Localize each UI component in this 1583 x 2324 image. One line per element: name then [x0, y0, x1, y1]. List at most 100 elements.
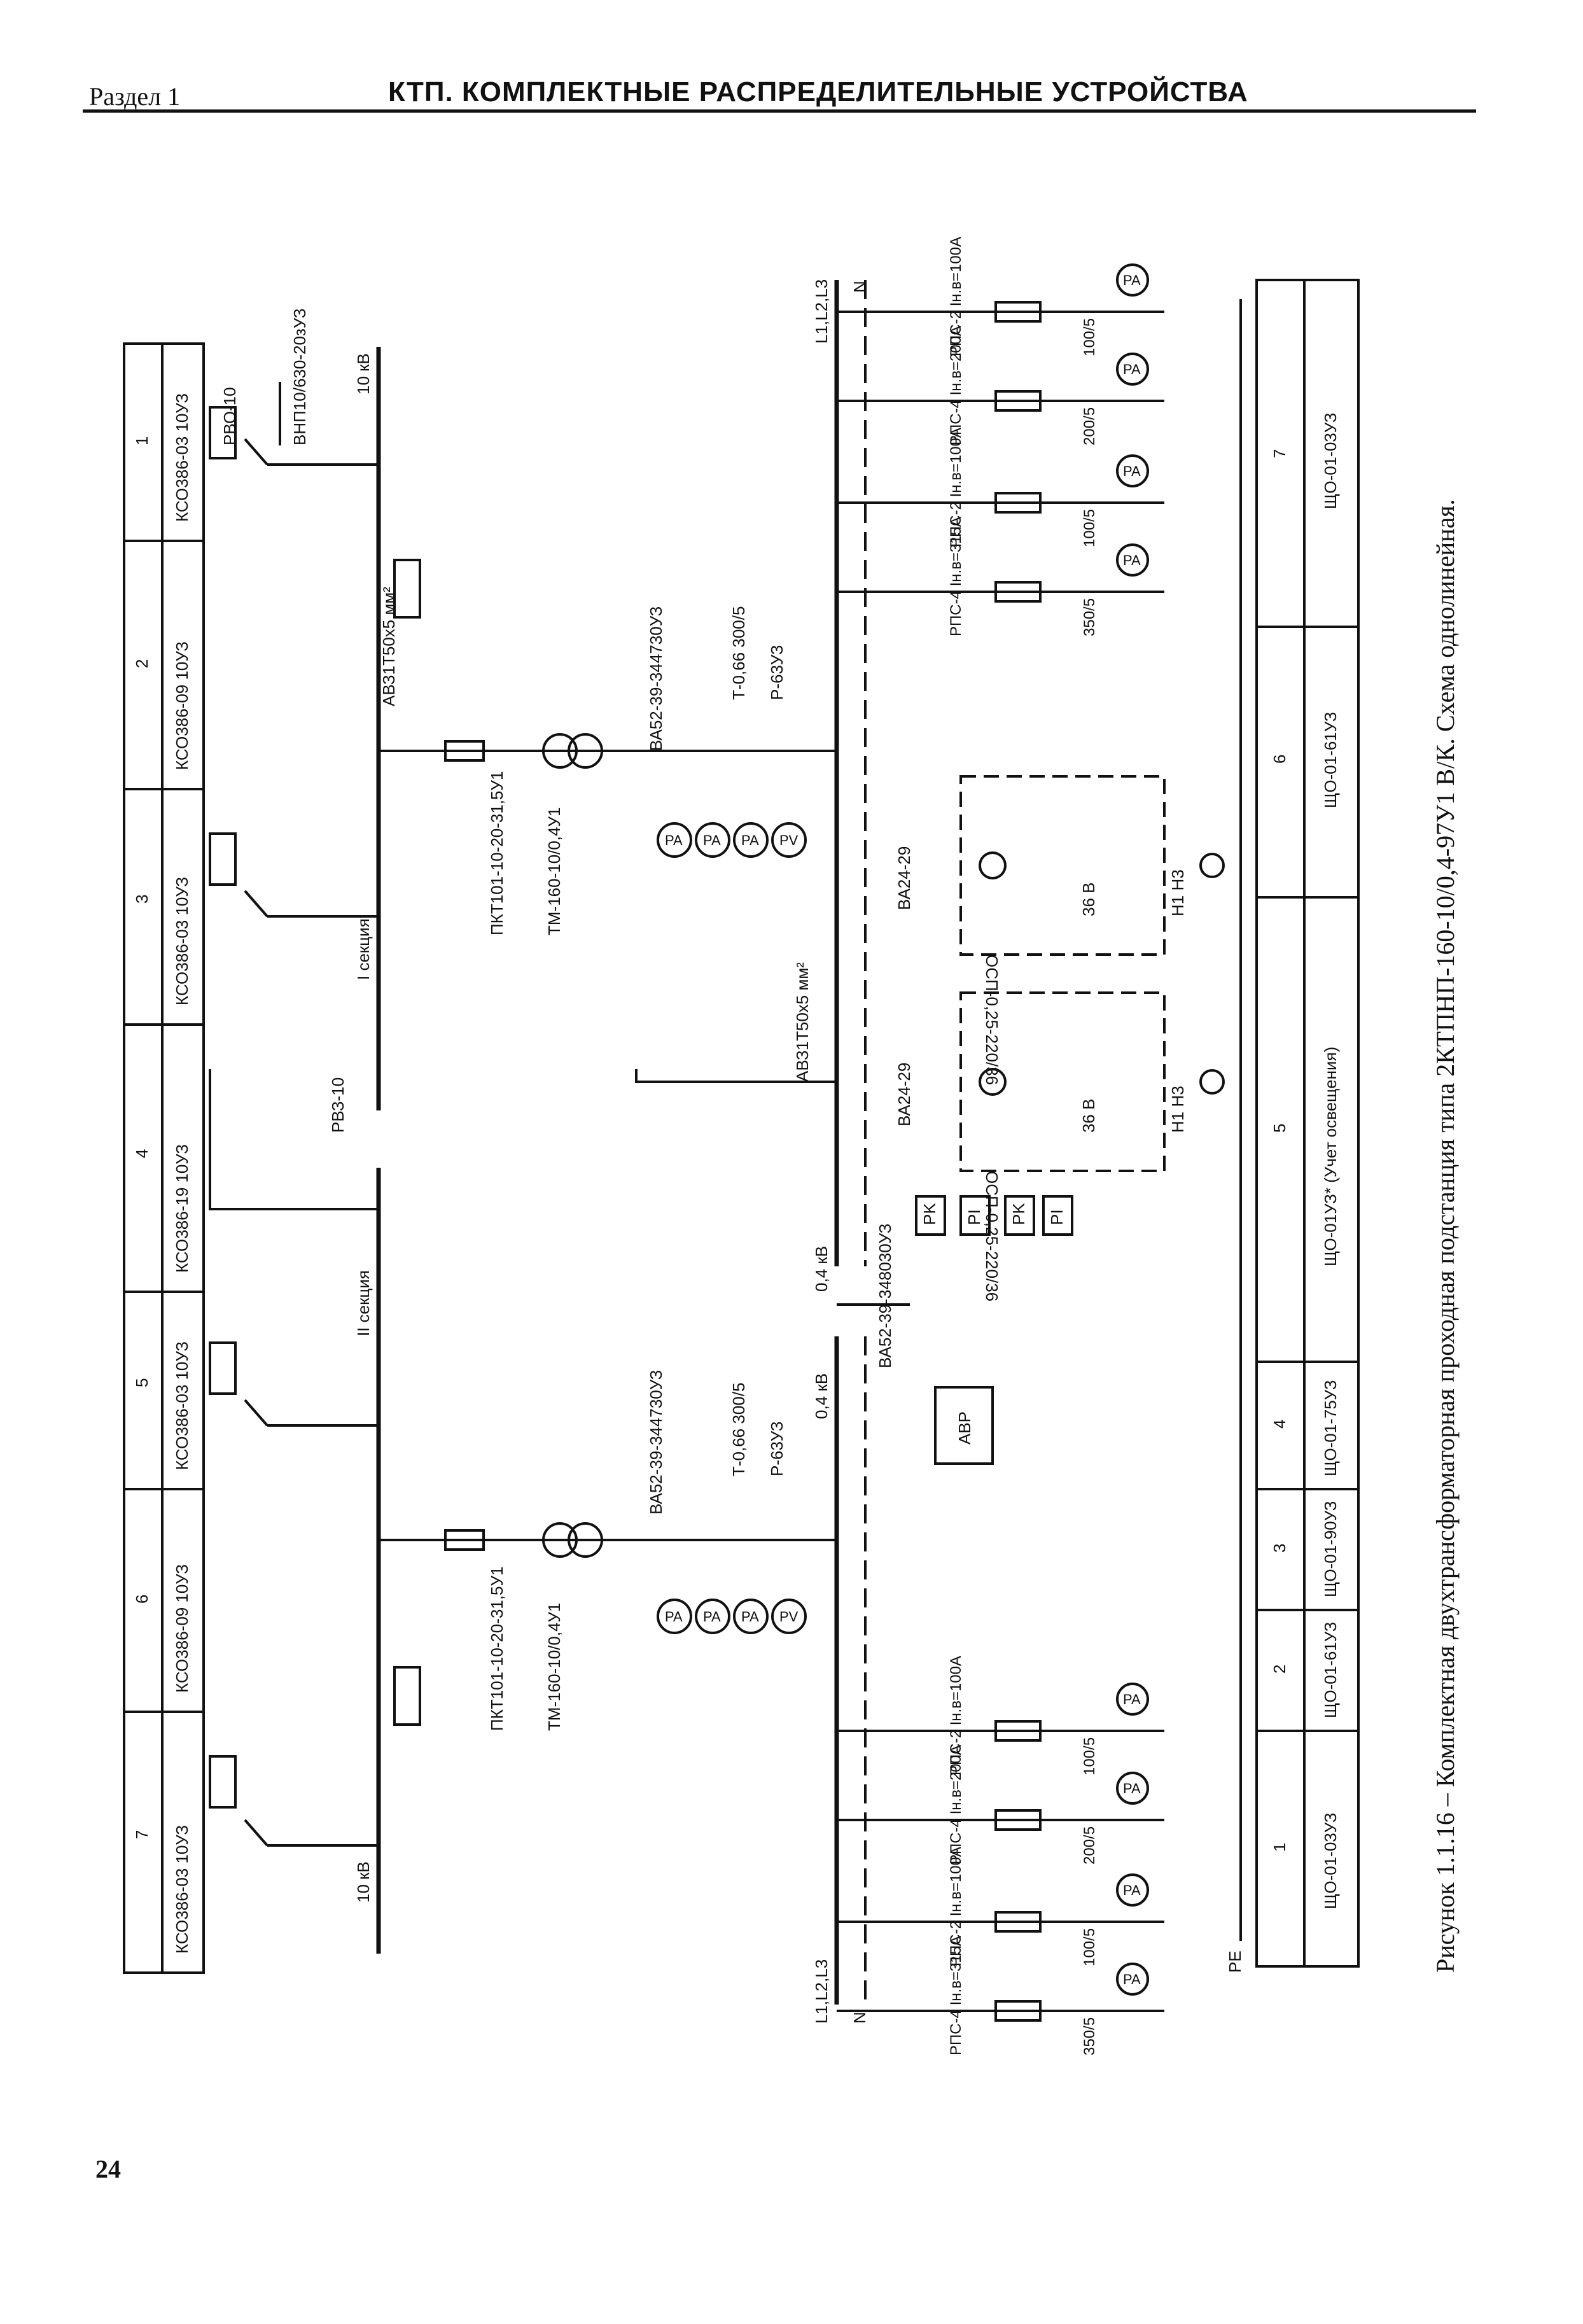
hv-cell-2: КСО386-09 10УЗ	[172, 641, 192, 770]
lv-cell-5: ЩО-01УЗ* (Учет освещения)	[1321, 1047, 1340, 1266]
feeder-pa-t2: PA	[1123, 361, 1141, 377]
sectional-link	[209, 1069, 267, 1210]
label-osp-1: ОСП-0,25-220/36	[982, 955, 1001, 1085]
hv-cell-6: КСО386-09 10УЗ	[172, 1564, 192, 1693]
label-cable-top: АВЗ1Т50х5 мм²	[379, 587, 398, 706]
feeder-fuse-t2: РПС-4 Iн.в=200А	[947, 326, 965, 445]
label-rr-top: Р-63УЗ	[767, 645, 786, 700]
feeder-ct-b2: 200/5	[1081, 1826, 1098, 1865]
figure-caption: Рисунок 1.1.16 – Комплектная двухтрансфо…	[1431, 499, 1460, 1973]
feeder-fuse-b2: РПС-4 Iн.в=200А	[947, 1745, 965, 1865]
label-neutral-top: N	[850, 281, 869, 293]
hv-bay-5	[209, 1341, 379, 1427]
feeder-fuse-t4: РПС-4 Iн.в=315А	[947, 517, 965, 636]
hv-bay-3	[209, 832, 379, 918]
lv-num-5: 5	[1270, 1124, 1289, 1133]
feeder-ct-b3: 100/5	[1081, 1928, 1098, 1966]
lv-cell-2: ЩО-01-61УЗ	[1321, 1622, 1340, 1718]
label-pe: PE	[1225, 1950, 1245, 1973]
label-tm-top: ТМ-160-10/0,4У1	[545, 808, 564, 936]
lv-cell-3: ЩО-01-90УЗ	[1321, 1501, 1340, 1597]
section-label: Раздел 1	[89, 82, 181, 111]
avr-box	[934, 1386, 994, 1465]
label-neutral-bottom: N	[850, 2012, 869, 2024]
hv-num-3: 3	[132, 895, 151, 904]
feeder-ct-b4: 350/5	[1081, 2017, 1098, 2055]
label-ba24-2: ВА24-29	[895, 1063, 914, 1126]
hv-bay-7	[209, 1755, 379, 1847]
meter-pv-1: PV	[779, 832, 798, 848]
label-rvz: РВЗ-10	[328, 1077, 347, 1133]
feeder-ct-t4: 350/5	[1081, 598, 1098, 636]
label-36v-2: 36 В	[1079, 1099, 1098, 1133]
lighting-transformer-box-2	[959, 991, 1166, 1172]
meter-pa-6: PA	[741, 1609, 759, 1625]
hv-bay-1	[209, 382, 379, 466]
hv-cell-3: КСО386-03 10УЗ	[172, 877, 192, 1005]
label-rr-bottom: Р-63УЗ	[767, 1421, 786, 1476]
lv-cell-7: ЩО-01-03УЗ	[1321, 413, 1340, 509]
label-pk-2: PK	[1009, 1203, 1028, 1225]
label-sec2: II секция	[354, 1270, 373, 1336]
label-h-1: Н1 Н3	[1168, 869, 1187, 916]
hv-cell-5: КСО386-03 10УЗ	[172, 1341, 192, 1470]
hv-cell-1: КСО386-03 10УЗ	[172, 393, 192, 522]
cable-link	[635, 1069, 837, 1083]
label-04kv-1: 0,4 кВ	[812, 1246, 831, 1292]
hv-table-frame	[123, 342, 205, 1974]
label-10kv-top: 10 кВ	[354, 353, 373, 395]
label-osp-2: ОСП-0,25-220/36	[982, 1171, 1001, 1301]
lv-num-6: 6	[1270, 755, 1289, 764]
meter-pa-3: PA	[741, 832, 759, 848]
label-ba-main-top: ВА52-39-344730УЗ	[646, 606, 666, 751]
label-pi-1: PI	[965, 1209, 984, 1225]
label-ba-main-bottom: ВА52-39-344730УЗ	[646, 1370, 666, 1515]
lv-cell-6: ЩО-01-61УЗ	[1321, 712, 1340, 808]
label-avr: АВР	[955, 1411, 974, 1445]
lv-num-3: 3	[1270, 1544, 1289, 1553]
lv-feeders-top	[837, 263, 1164, 603]
lv-num-2: 2	[1270, 1665, 1289, 1674]
transformer-bay-2	[379, 559, 837, 769]
label-sec1: I секция	[354, 918, 373, 980]
label-pkt-top: ПКТ101-10-20-31,5У1	[487, 771, 506, 936]
lv-table-frame	[1255, 279, 1360, 1968]
label-busbars-bottom: L1,L2,L3	[812, 1959, 831, 2024]
label-pi-2: PI	[1047, 1209, 1066, 1225]
lv-num-4: 4	[1270, 1420, 1289, 1429]
label-vnp-1: ВНП10/630-20зУЗ	[290, 309, 309, 445]
label-rvo-1: РВО-10	[220, 387, 239, 445]
feeder-fuse-b3: РПС-2 Iн.в=100А	[947, 1847, 965, 1966]
feeder-ct-t3: 100/5	[1081, 509, 1098, 547]
lv-cell-4: ЩО-01-75УЗ	[1321, 1380, 1340, 1476]
feeder-pa-t4: PA	[1123, 552, 1141, 568]
feeder-pa-b3: PA	[1123, 1882, 1141, 1898]
feeder-fuse-t3: РПС-2 Iн.в=100А	[947, 428, 965, 547]
hv-num-4: 4	[132, 1149, 151, 1158]
label-04kv-2: 0,4 кВ	[812, 1373, 831, 1419]
meter-pv-2: PV	[779, 1609, 798, 1625]
feeder-fuse-t1: РПС-2 Iн.в=100А	[947, 237, 965, 356]
meter-pa-5: PA	[703, 1609, 721, 1625]
meter-pa-2: PA	[703, 832, 721, 848]
label-ba-sect: ВА52-39-348030УЗ	[875, 1224, 895, 1368]
label-ba24-1: ВА24-29	[895, 846, 914, 910]
hv-num-1: 1	[132, 437, 151, 445]
label-pk-1: PK	[920, 1203, 939, 1225]
lv-num-1: 1	[1270, 1843, 1289, 1852]
page-number: 24	[95, 2155, 121, 2183]
hv-cell-4: КСО386-19 10УЗ	[172, 1144, 192, 1273]
label-ct-bottom: Т-0,66 300/5	[729, 1383, 748, 1476]
feeder-ct-t2: 200/5	[1081, 407, 1098, 445]
lv-feeders-bottom	[837, 1683, 1164, 2022]
hv-num-6: 6	[132, 1595, 151, 1604]
label-h-2: Н1 Н3	[1168, 1086, 1187, 1133]
lighting-transformer-box-1	[959, 775, 1166, 956]
label-ct-top: Т-0,66 300/5	[729, 606, 748, 700]
feeder-ct-t1: 100/5	[1081, 318, 1098, 356]
hv-num-7: 7	[132, 1830, 151, 1839]
transformer-bay-6	[379, 1522, 837, 1726]
lv-num-7: 7	[1270, 449, 1289, 458]
page-title: КТП. КОМПЛЕКТНЫЕ РАСПРЕДЕЛИТЕЛЬНЫЕ УСТРО…	[388, 76, 1248, 108]
